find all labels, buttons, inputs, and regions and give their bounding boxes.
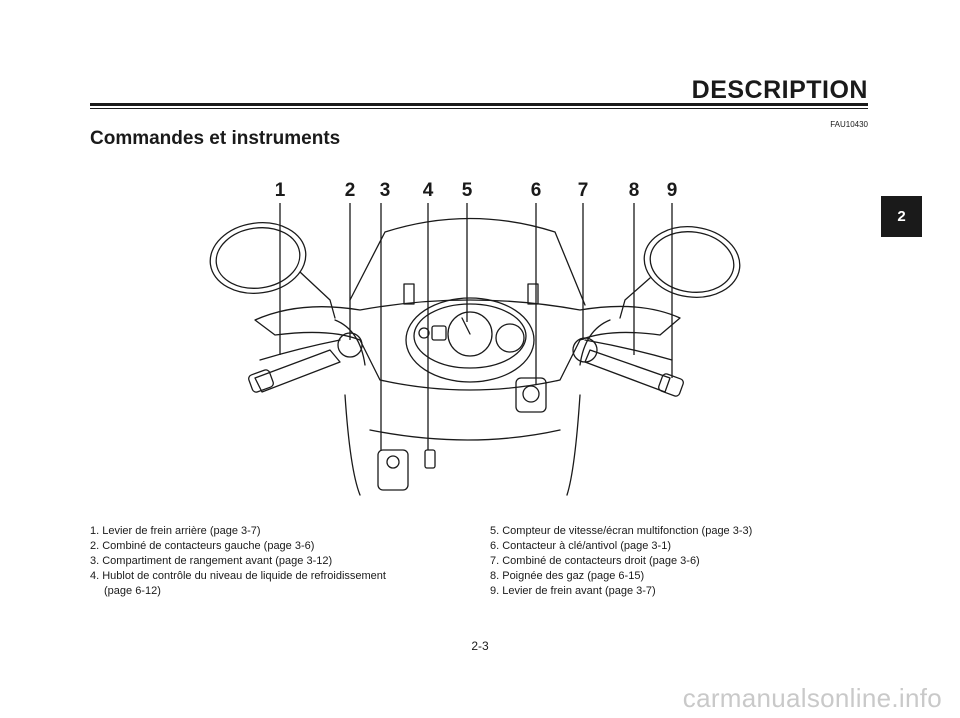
callout-8: 8 — [629, 180, 640, 201]
callout-3: 3 — [380, 180, 391, 201]
legend-left-column: 1. Levier de frein arrière (page 3-7) 2.… — [90, 524, 470, 599]
right-brake-lever — [584, 339, 673, 361]
legend-item: 5. Compteur de vitesse/écran multifoncti… — [490, 525, 753, 537]
header-rule — [90, 103, 868, 106]
left-brake-lever — [259, 339, 341, 361]
dashboard-body — [254, 299, 681, 391]
legend-item: 7. Combiné de contacteurs droit (page 3-… — [490, 555, 700, 567]
storage-compartment — [377, 449, 409, 491]
watermark: carmanualsonline.info — [682, 683, 942, 713]
callout-6: 6 — [531, 180, 542, 201]
page-number: 2-3 — [471, 639, 489, 653]
callout-1: 1 — [275, 180, 286, 201]
legend-item: 9. Levier de frein avant (page 3-7) — [490, 585, 656, 597]
windscreen — [349, 217, 586, 306]
legend-item: 6. Contacteur à clé/antivol (page 3-1) — [490, 540, 671, 552]
legend-item: 1. Levier de frein arrière (page 3-7) — [90, 525, 261, 537]
section-header-title: DESCRIPTION — [691, 76, 868, 104]
header-rule-thin — [90, 108, 868, 109]
chapter-tab[interactable]: 2 — [881, 196, 922, 237]
legend-item: 2. Combiné de contacteurs gauche (page 3… — [90, 540, 315, 552]
legend-item-continuation: (page 6-12) — [104, 585, 161, 597]
coolant-window — [424, 449, 436, 469]
page-title: Commandes et instruments — [90, 128, 341, 149]
reference-code: FAU10430 — [830, 120, 868, 129]
right-mirror — [643, 226, 741, 298]
left-handlebar — [254, 349, 341, 393]
callout-5: 5 — [462, 180, 473, 201]
legend-item: 3. Compartiment de rangement avant (page… — [90, 555, 333, 567]
callout-7: 7 — [578, 180, 589, 201]
legend-item: 4. Hublot de contrôle du niveau de liqui… — [90, 570, 386, 582]
leg-shield — [344, 394, 581, 496]
callout-9: 9 — [667, 180, 678, 201]
legend-item: 8. Poignée des gaz (page 6-15) — [490, 570, 645, 582]
instrument-cluster-housing — [405, 297, 535, 383]
key-switch — [515, 377, 547, 413]
left-mirror — [209, 222, 307, 294]
callout-2: 2 — [345, 180, 356, 201]
speedometer-dial — [447, 311, 493, 357]
legend-right-column: 5. Compteur de vitesse/écran multifoncti… — [490, 524, 870, 599]
callout-4: 4 — [423, 180, 434, 201]
